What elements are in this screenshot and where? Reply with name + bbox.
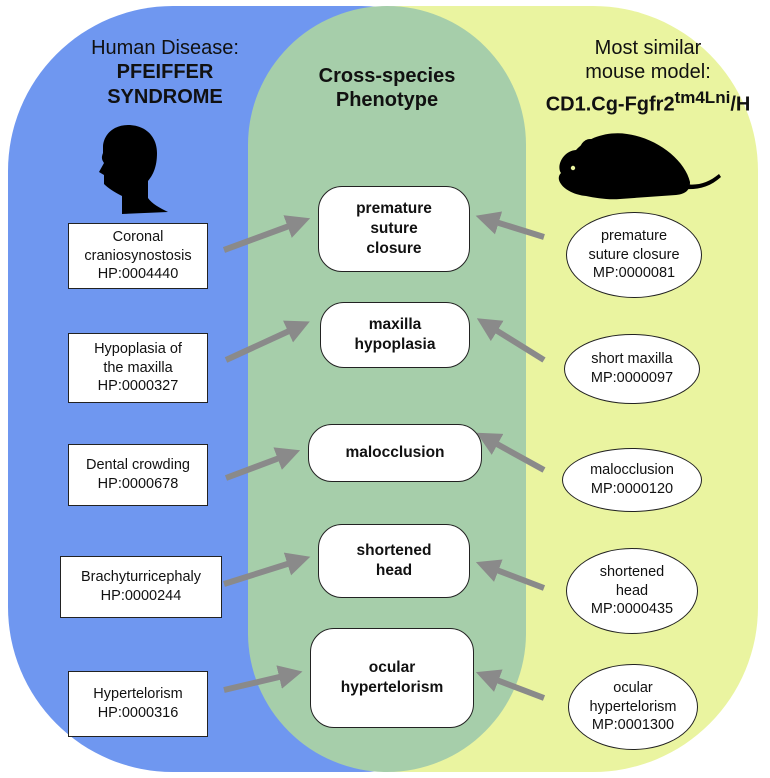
cross-species-phenotype-text: suture xyxy=(370,219,418,237)
cross-species-phenotype-text: hypertelorism xyxy=(340,679,444,696)
mouse-phenotype-id: MP:0000097 xyxy=(590,370,674,386)
human-phenotype-id: HP:0000327 xyxy=(97,378,179,395)
mapping-arrow xyxy=(224,447,301,481)
human-phenotype-text: the maxilla xyxy=(103,359,173,376)
mapping-arrow xyxy=(222,215,311,253)
cross-species-phenotype-text: shortened xyxy=(356,541,432,559)
human-phenotype-box: Coronal craniosynostosis HP:0004440 xyxy=(68,223,208,289)
mouse-phenotype-text: shortened xyxy=(599,563,665,580)
mouse-model-heading: Most similar mouse model: CD1.Cg-Fgfr2tm… xyxy=(528,36,768,117)
mouse-phenotype-ellipse: premature suture closure MP:0000081 xyxy=(566,212,702,298)
cross-species-phenotype-text: premature xyxy=(356,199,432,217)
cross-species-heading-line2: Phenotype xyxy=(335,89,439,112)
human-phenotype-text: Brachyturricephaly xyxy=(80,569,202,586)
human-phenotype-box: Dental crowding HP:0000678 xyxy=(68,444,208,506)
cross-species-heading: Cross-species Phenotype xyxy=(287,64,487,113)
human-phenotype-id: HP:0004440 xyxy=(97,266,179,283)
mouse-phenotype-text: suture closure xyxy=(588,246,680,263)
mouse-model-superscript: tm4Lni xyxy=(674,87,731,107)
mouse-heading-line1: Most similar xyxy=(594,37,702,59)
human-phenotype-box: Hypoplasia of the maxilla HP:0000327 xyxy=(68,333,208,403)
mapping-arrow xyxy=(223,552,311,587)
cross-species-phenotype-box: shortened head xyxy=(318,524,470,598)
cross-species-phenotype-text: malocclusion xyxy=(345,443,445,461)
human-phenotype-text: craniosynostosis xyxy=(84,247,192,264)
mouse-model-suffix: /H xyxy=(730,93,751,116)
human-head-silhouette-icon xyxy=(99,125,168,214)
cross-species-phenotype-box: malocclusion xyxy=(308,424,482,482)
mouse-phenotype-ellipse: shortened head MP:0000435 xyxy=(566,548,698,634)
mapping-arrow xyxy=(476,432,546,473)
mouse-phenotype-text: malocclusion xyxy=(590,462,674,479)
mapping-arrow xyxy=(475,211,545,240)
mapping-arrow xyxy=(224,320,310,363)
human-disease-heading: Human Disease: PFEIFFER SYNDROME xyxy=(60,36,270,109)
human-phenotype-id: HP:0000678 xyxy=(97,476,179,492)
cross-species-phenotype-text: ocular xyxy=(368,658,416,676)
mouse-phenotype-id: MP:0000081 xyxy=(592,265,676,282)
mapping-arrow xyxy=(475,669,546,701)
mouse-model-base: CD1.Cg-Fgfr2 xyxy=(545,93,675,116)
human-phenotype-text: Coronal xyxy=(112,228,164,245)
cross-species-phenotype-box: ocular hypertelorism xyxy=(310,628,474,728)
human-phenotype-id: HP:0000244 xyxy=(100,588,182,604)
mouse-phenotype-ellipse: ocular hypertelorism MP:0001300 xyxy=(568,664,698,750)
cross-species-phenotype-text: head xyxy=(375,562,413,579)
cross-species-phenotype-box: premature suture closure xyxy=(318,186,470,272)
human-phenotype-box: Brachyturricephaly HP:0000244 xyxy=(60,556,222,618)
mapping-arrow xyxy=(475,559,546,591)
mouse-eye xyxy=(570,165,576,171)
human-phenotype-text: Hypoplasia of xyxy=(94,340,182,357)
mouse-phenotype-text: premature xyxy=(600,227,668,244)
human-heading-line1: Human Disease: xyxy=(91,37,239,59)
mouse-phenotype-id: MP:0000120 xyxy=(590,481,674,497)
cross-species-phenotype-text: hypoplasia xyxy=(354,336,436,353)
human-phenotype-box: Hypertelorism HP:0000316 xyxy=(68,671,208,737)
cross-species-heading-line1: Cross-species xyxy=(318,65,456,87)
human-phenotype-text: Hypertelorism xyxy=(93,686,183,703)
mouse-model-name: CD1.Cg-Fgfr2tm4Lni/H xyxy=(528,88,768,117)
mouse-phenotype-ellipse: short maxilla MP:0000097 xyxy=(564,334,700,404)
mouse-silhouette-icon xyxy=(558,133,721,200)
mapping-arrow xyxy=(223,665,303,693)
mouse-phenotype-ellipse: malocclusion MP:0000120 xyxy=(562,448,702,512)
arrows-group xyxy=(222,211,546,701)
mouse-phenotype-id: MP:0001300 xyxy=(591,717,675,734)
mouse-heading-line2: mouse model: xyxy=(585,61,711,84)
mouse-phenotype-text: ocular xyxy=(613,679,653,696)
mouse-phenotype-text: head xyxy=(615,582,649,599)
mouse-phenotype-id: MP:0000435 xyxy=(590,601,674,618)
disease-name-line1: PFEIFFER xyxy=(116,61,214,84)
human-phenotype-id: HP:0000316 xyxy=(97,705,179,721)
human-phenotype-text: Dental crowding xyxy=(86,457,190,474)
cross-species-phenotype-box: maxilla hypoplasia xyxy=(320,302,470,368)
disease-name-line2: SYNDROME xyxy=(107,85,223,108)
mouse-phenotype-text: hypertelorism xyxy=(589,698,677,715)
mouse-phenotype-text: short maxilla xyxy=(591,351,673,368)
cross-species-phenotype-text: maxilla xyxy=(368,315,422,333)
cross-species-phenotype-text: closure xyxy=(366,240,422,258)
mapping-arrow xyxy=(476,318,546,363)
